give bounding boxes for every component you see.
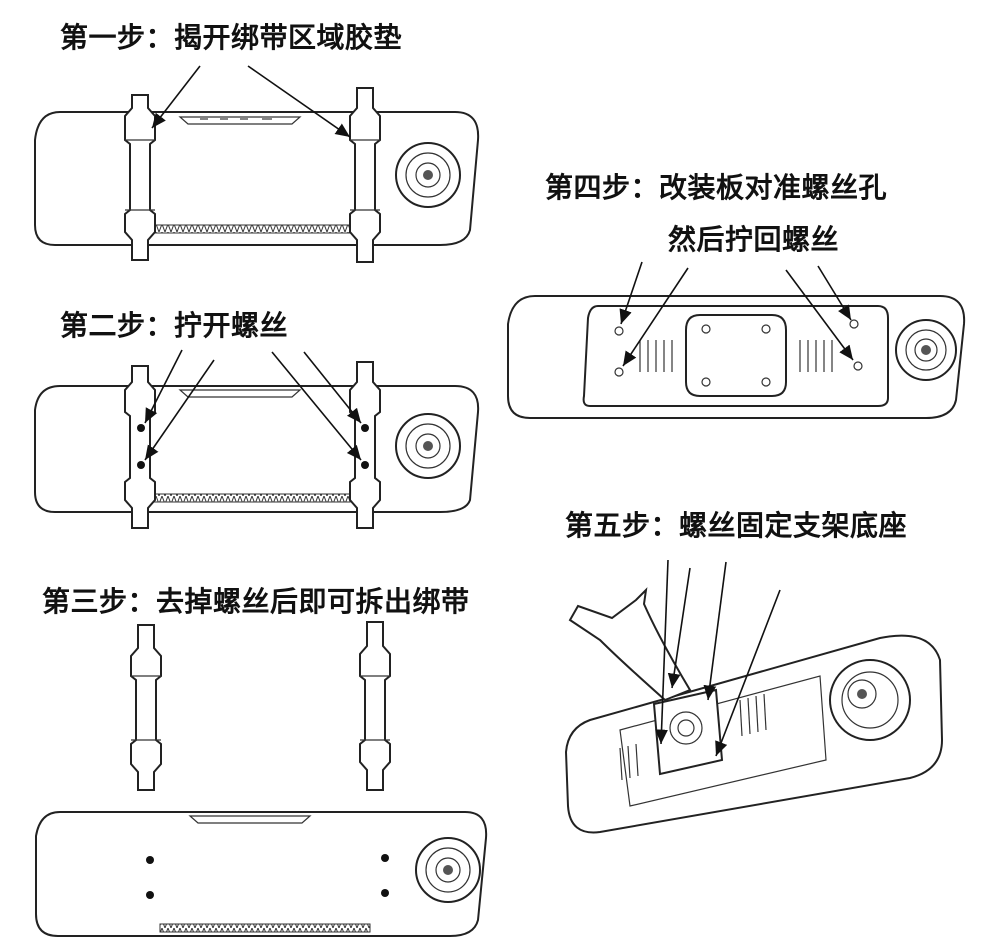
step2-strap-left [124, 365, 156, 529]
step3-strap-right [359, 621, 391, 791]
step5-mount-drawing [564, 559, 944, 834]
step1-camera-icon [395, 142, 461, 208]
step2-caption: 第二步：拧开螺丝 [60, 309, 289, 342]
step3-camera-icon [415, 837, 481, 903]
step4-mirror-drawing [507, 261, 966, 419]
step2-screws [137, 424, 369, 469]
step2-mirror-drawing [34, 349, 480, 529]
step2-camera-icon [395, 413, 461, 479]
step5-mount-base [568, 587, 724, 776]
step4-caption-line1: 第四步：改装板对准螺丝孔 [545, 171, 888, 204]
step3-screw-holes [146, 854, 389, 899]
step1-strap-left [124, 94, 156, 261]
step1-caption: 第一步：揭开绑带区域胶垫 [60, 21, 403, 54]
step3-mirror-drawing [35, 811, 488, 937]
step3-strap-left [130, 624, 162, 791]
step1-strap-right [349, 87, 381, 263]
step5-caption: 第五步：螺丝固定支架底座 [565, 509, 908, 542]
step3-caption: 第三步：去掉螺丝后即可拆出绑带 [42, 585, 470, 618]
step4-caption-line2: 然后拧回螺丝 [668, 223, 840, 256]
step4-camera-icon [895, 319, 957, 381]
step5-camera-icon [829, 659, 911, 741]
step1-mirror-drawing [34, 65, 480, 263]
step2-strap-right [349, 361, 381, 529]
step4-adapter-plate [582, 305, 889, 407]
